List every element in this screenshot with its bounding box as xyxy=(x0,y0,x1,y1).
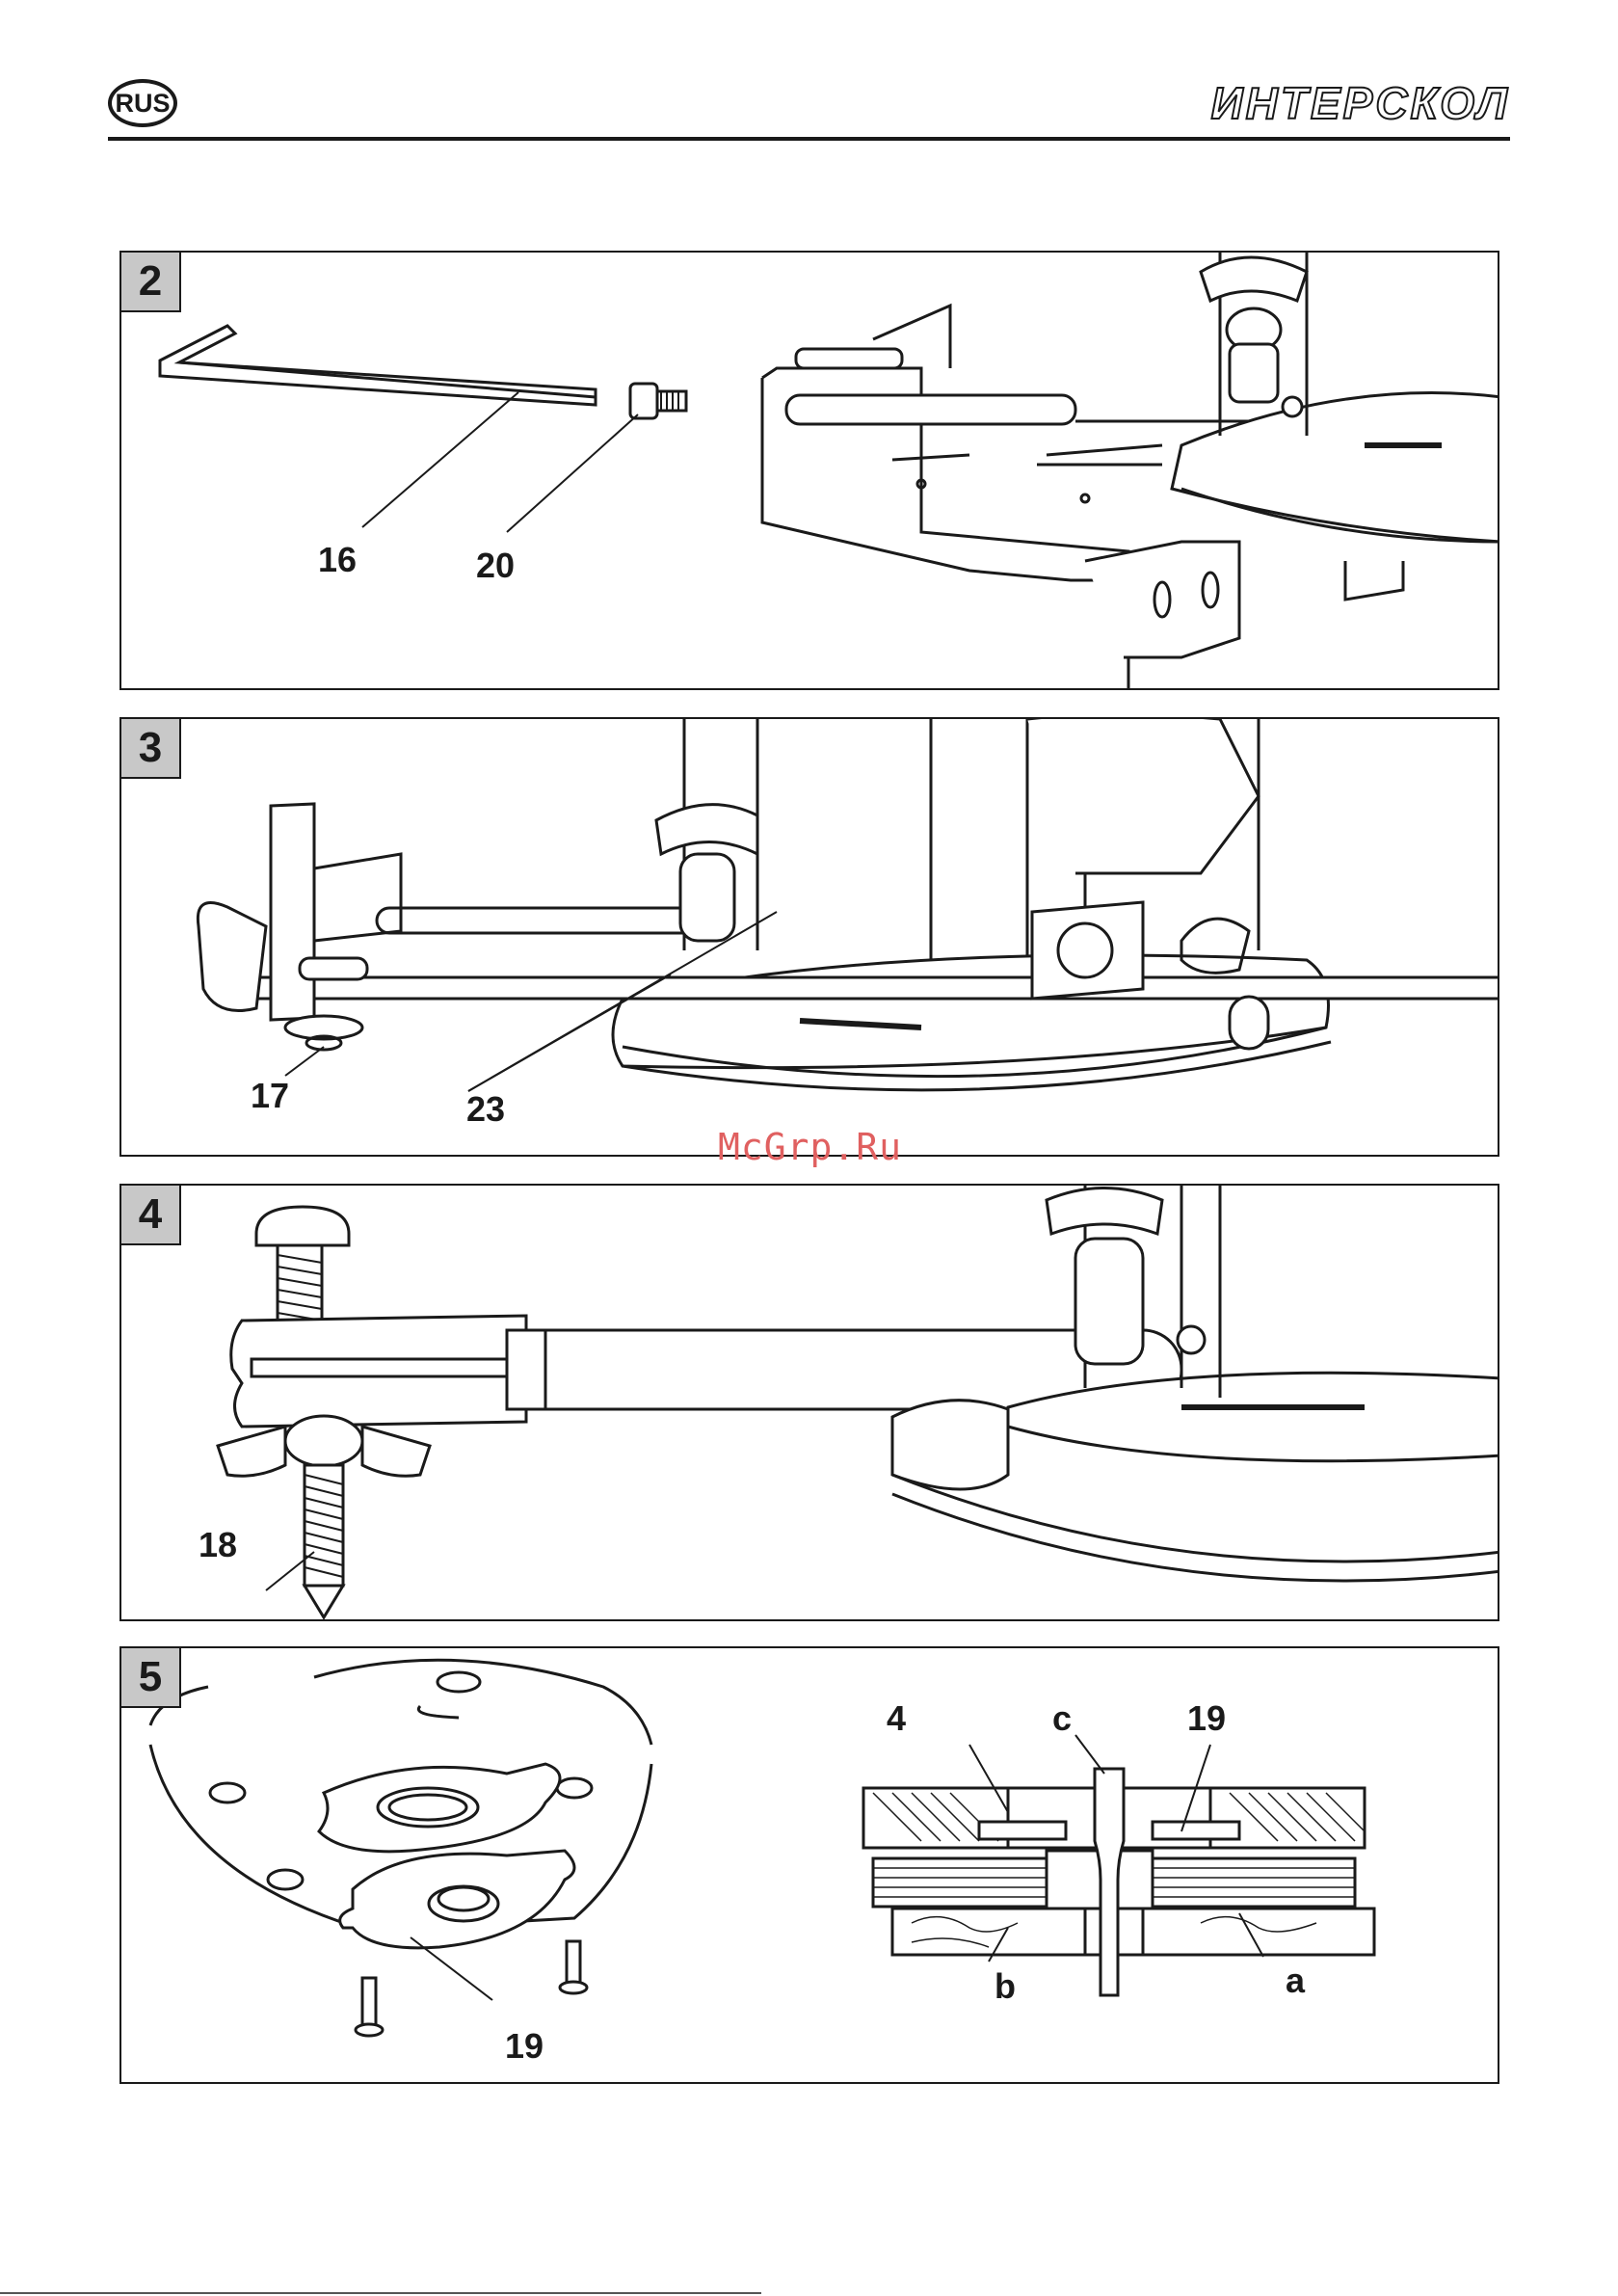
guide-bushing-illustration xyxy=(121,1648,1499,2084)
callout-19-right: 19 xyxy=(1187,1698,1226,1739)
callout-b: b xyxy=(995,1966,1016,2007)
callout-20: 20 xyxy=(476,546,515,586)
callout-18: 18 xyxy=(199,1525,237,1565)
callout-17: 17 xyxy=(251,1076,289,1116)
language-badge: RUS xyxy=(108,79,177,127)
figure-number: 4 xyxy=(121,1186,181,1245)
figure-panel-2: 2 16 20 xyxy=(119,251,1499,690)
figure-number: 3 xyxy=(121,719,181,779)
brand-logo: ИНТЕРСКОЛ xyxy=(1211,77,1510,129)
figure-number: 2 xyxy=(121,253,181,312)
figure-panel-3: 3 17 23 xyxy=(119,717,1499,1157)
watermark-text: McGrp.Ru xyxy=(718,1126,902,1168)
figure-number: 5 xyxy=(121,1648,181,1708)
hex-key-and-screw-illustration xyxy=(121,253,1499,690)
figure-panel-4: 4 18 xyxy=(119,1184,1499,1621)
callout-16: 16 xyxy=(318,540,357,580)
figure-panel-5: 5 xyxy=(119,1646,1499,2084)
callout-4: 4 xyxy=(887,1698,906,1739)
callout-a: a xyxy=(1286,1961,1305,2001)
header-divider xyxy=(108,137,1510,141)
callout-19-left: 19 xyxy=(505,2026,544,2067)
parallel-guide-illustration xyxy=(121,719,1499,1157)
circle-cutting-attachment-illustration xyxy=(121,1186,1499,1621)
callout-c: c xyxy=(1052,1698,1072,1739)
callout-23: 23 xyxy=(466,1089,505,1130)
footer-divider xyxy=(0,2292,761,2294)
